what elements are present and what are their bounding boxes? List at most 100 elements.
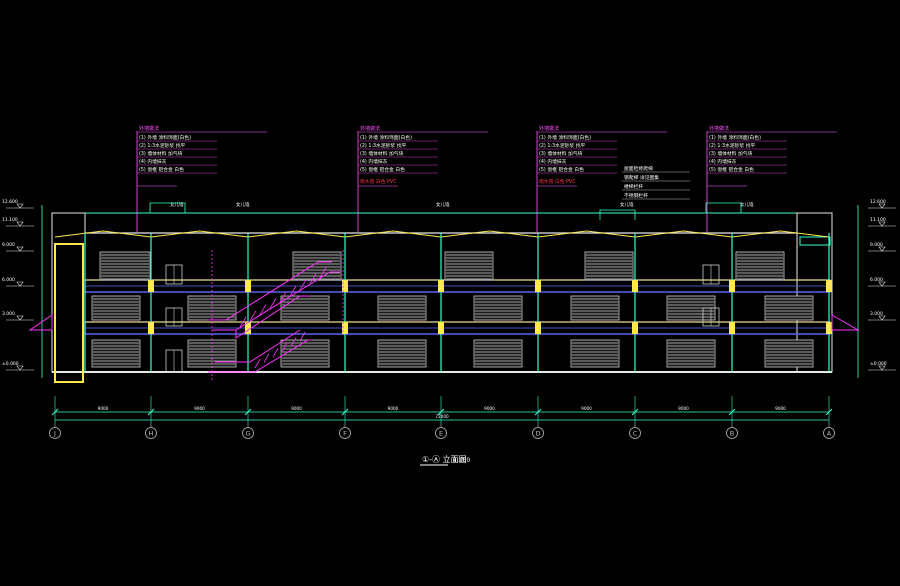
dimension-tick — [728, 408, 736, 416]
column-node — [729, 280, 735, 292]
level-value: 12.600 — [870, 199, 886, 205]
note-line: (5) 窗框 铝合金 白色 — [360, 166, 405, 173]
span-dimension-value: 9000 — [484, 406, 495, 411]
column-node — [148, 322, 154, 334]
level-marker: 11.100 — [868, 217, 896, 227]
column-node — [438, 280, 444, 292]
level-triangle — [16, 203, 24, 209]
window-frame — [444, 251, 494, 281]
note-line: (4) 内墙抹灰 — [139, 158, 167, 165]
dimension-tick — [244, 408, 252, 416]
stair-baluster — [281, 342, 288, 352]
window-frame — [666, 339, 716, 368]
column-node — [632, 280, 638, 292]
window-louver — [473, 295, 523, 321]
window-louver — [473, 339, 523, 368]
window-louver — [764, 339, 814, 368]
drawing-scale: 1:100 — [453, 457, 470, 464]
level-marker: 12.600 — [2, 199, 34, 209]
roof-label: 女儿墙 — [236, 201, 250, 208]
dimension-tick — [147, 408, 155, 416]
total-dimension-value: 72000 — [435, 414, 449, 419]
dimension-tick — [825, 408, 833, 416]
note-block: 外墙做法(1) 外墙 涂料饰面(白色) (2) 1:3水泥砂浆 找平(3) 墙体… — [136, 125, 267, 232]
column-node — [245, 280, 251, 292]
note-line: (5) 窗框 铝合金 白色 — [709, 166, 754, 173]
roof-bracket — [599, 209, 636, 220]
window-frame — [99, 251, 151, 281]
level-marker: 3.000 — [2, 311, 34, 321]
column-node — [535, 280, 541, 292]
note-line: (2) 1:3水泥砂浆 找平 — [709, 142, 756, 149]
span-dimension-value: 9000 — [678, 406, 689, 411]
grid-axis: E — [435, 424, 447, 439]
axis-bubble — [242, 427, 254, 439]
note-line: (3) 墙体材料 加气块 — [139, 150, 183, 157]
note-line: (1) 外墙 涂料饰面(白色) — [139, 134, 191, 141]
window-louver — [280, 295, 330, 321]
level-triangle — [878, 281, 886, 287]
building-elevation — [51, 202, 833, 383]
axis-bubble — [532, 427, 544, 439]
side-note-line: 不锈钢栏杆 — [624, 192, 648, 199]
axis-label: D — [535, 430, 540, 438]
note-line: (2) 1:3水泥砂浆 找平 — [539, 142, 586, 149]
grid-axis: C — [629, 424, 641, 439]
dimension-tick — [534, 408, 542, 416]
level-marker: ±0.000 — [868, 361, 896, 371]
level-triangle — [16, 281, 24, 287]
axis-label: H — [149, 430, 154, 438]
left-canopy — [28, 314, 53, 331]
door — [702, 264, 720, 285]
note-line: (5) 窗框 铝合金 白色 — [539, 166, 584, 173]
column-node — [729, 322, 735, 334]
level-marker: 6.000 — [2, 277, 34, 287]
note-block: 外墙做法(1) 外墙 涂料饰面(白色) (2) 1:3水泥砂浆 找平(3) 墙体… — [706, 125, 837, 232]
level-value: 3.000 — [870, 311, 883, 317]
axis-bubble — [726, 427, 738, 439]
grid-axis: A — [823, 424, 835, 439]
window-louver — [735, 251, 785, 281]
stair-baluster — [279, 291, 287, 303]
roof-slope-line — [54, 230, 830, 238]
stair-baluster — [299, 279, 307, 291]
material-notes: 外墙做法(1) 外墙 涂料饰面(白色) (2) 1:3水泥砂浆 找平(3) 墙体… — [136, 125, 837, 232]
side-note-line: 楼梯栏杆 — [624, 183, 643, 190]
door — [165, 307, 183, 327]
note-line: (3) 墙体材料 加气块 — [709, 150, 753, 157]
stair-baluster — [299, 331, 306, 342]
axis-bubble — [339, 427, 351, 439]
stair-baluster — [239, 316, 247, 328]
span-dimension-value: 9000 — [194, 406, 205, 411]
level-value: 11.100 — [2, 217, 18, 223]
note-line: (2) 1:3水泥砂浆 找平 — [360, 142, 407, 149]
grid-axis: F — [339, 424, 351, 439]
column-node — [342, 280, 348, 292]
note-line: (4) 内墙抹灰 — [539, 158, 567, 165]
note-block: 外墙做法(1) 外墙 涂料饰面(白色) (2) 1:3水泥砂浆 找平(3) 墙体… — [536, 125, 667, 232]
drawing-title-block: ①-Ⓐ 立面图 1:100 — [420, 454, 470, 466]
window-louver — [91, 295, 141, 321]
stair-flight-lower-rail — [215, 329, 301, 363]
dimension-tick — [341, 408, 349, 416]
window-frame — [764, 339, 814, 368]
note-line: (5) 窗框 铝合金 白色 — [139, 166, 184, 173]
window-frame — [735, 251, 785, 281]
roof-label: 女儿墙 — [436, 201, 450, 208]
right-tower-cap — [799, 236, 831, 246]
level-value: 12.600 — [2, 199, 18, 205]
window-louver — [570, 339, 620, 368]
span-dimension-value: 9000 — [388, 406, 399, 411]
axis-bubble — [145, 427, 157, 439]
door — [165, 264, 183, 285]
stair-baluster — [263, 353, 270, 363]
stair-baluster — [254, 358, 261, 369]
level-triangle — [878, 246, 886, 252]
stair-baluster — [272, 348, 279, 358]
level-marker: ±0.000 — [2, 361, 34, 371]
